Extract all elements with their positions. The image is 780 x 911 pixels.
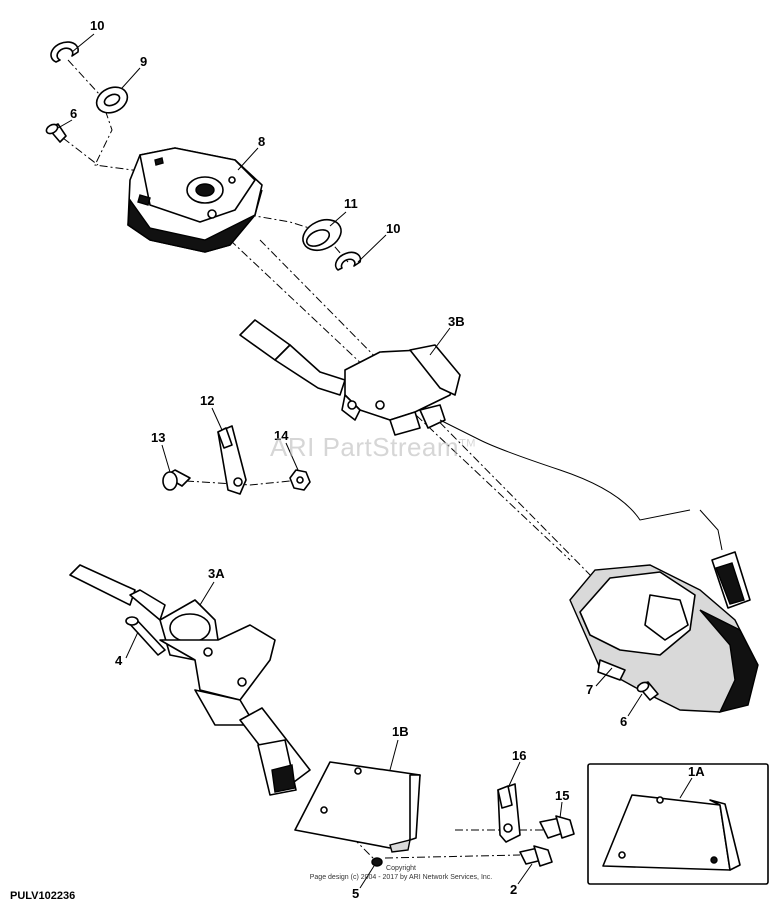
callout-5: 5: [352, 886, 359, 901]
callout-10-top: 10: [90, 18, 104, 33]
screw-6-top: [45, 123, 67, 143]
mounting-plate-1b: [294, 761, 421, 853]
washer-9: [95, 86, 129, 114]
callout-1b: 1B: [392, 724, 409, 739]
callout-3a: 3A: [208, 566, 225, 581]
screw-6-lower: [636, 681, 659, 701]
lever-switch-3a: [69, 564, 311, 796]
watermark: ARI PartStreamTM: [270, 432, 476, 463]
callout-leaders: [57, 33, 693, 889]
retaining-ring-mid: [334, 251, 362, 271]
callout-7: 7: [586, 682, 593, 697]
callout-11: 11: [344, 196, 358, 211]
callout-1a: 1A: [688, 764, 705, 779]
callout-12: 12: [200, 393, 214, 408]
callout-6-top: 6: [70, 106, 77, 121]
copyright-text: Page design (c) 2004 - 2017 by ARI Netwo…: [309, 874, 493, 881]
callout-15: 15: [555, 788, 569, 803]
callout-10-mid: 10: [386, 221, 400, 236]
bolt-15: [539, 815, 575, 839]
callout-6-lower: 6: [620, 714, 627, 729]
callout-2: 2: [510, 882, 517, 897]
column-housing-7: [569, 509, 759, 714]
callout-14: 14: [274, 428, 289, 443]
copyright-label: Copyright: [386, 865, 416, 872]
inset-1a: [587, 763, 769, 885]
clamp-12: [217, 425, 247, 495]
lever-switch-3b: [239, 319, 691, 521]
retaining-ring-top: [50, 41, 79, 63]
bolt-2: [519, 845, 553, 867]
bolt-13: [162, 469, 191, 491]
callout-labels: 10 9 6 8 11 10 3B 12 13 14 3A 4 7 6 1B 1…: [70, 18, 705, 901]
callout-8: 8: [258, 134, 265, 149]
copyright-notice: Copyright Page design (c) 2004 - 2017 by…: [286, 864, 516, 882]
callout-9: 9: [140, 54, 147, 69]
callout-16: 16: [512, 748, 526, 763]
callout-4: 4: [115, 653, 123, 668]
figure-id: PULV102236: [10, 890, 76, 902]
clamp-16: [497, 783, 521, 843]
watermark-tm: TM: [459, 437, 476, 450]
screw-4: [125, 616, 166, 656]
nut-14: [289, 469, 311, 491]
screw-5: [371, 857, 383, 867]
callout-13: 13: [151, 430, 165, 445]
shroud-cover-8: [127, 147, 263, 253]
callout-3b: 3B: [448, 314, 465, 329]
bushing-11: [302, 218, 342, 252]
watermark-text: ARI PartStream: [270, 432, 460, 462]
